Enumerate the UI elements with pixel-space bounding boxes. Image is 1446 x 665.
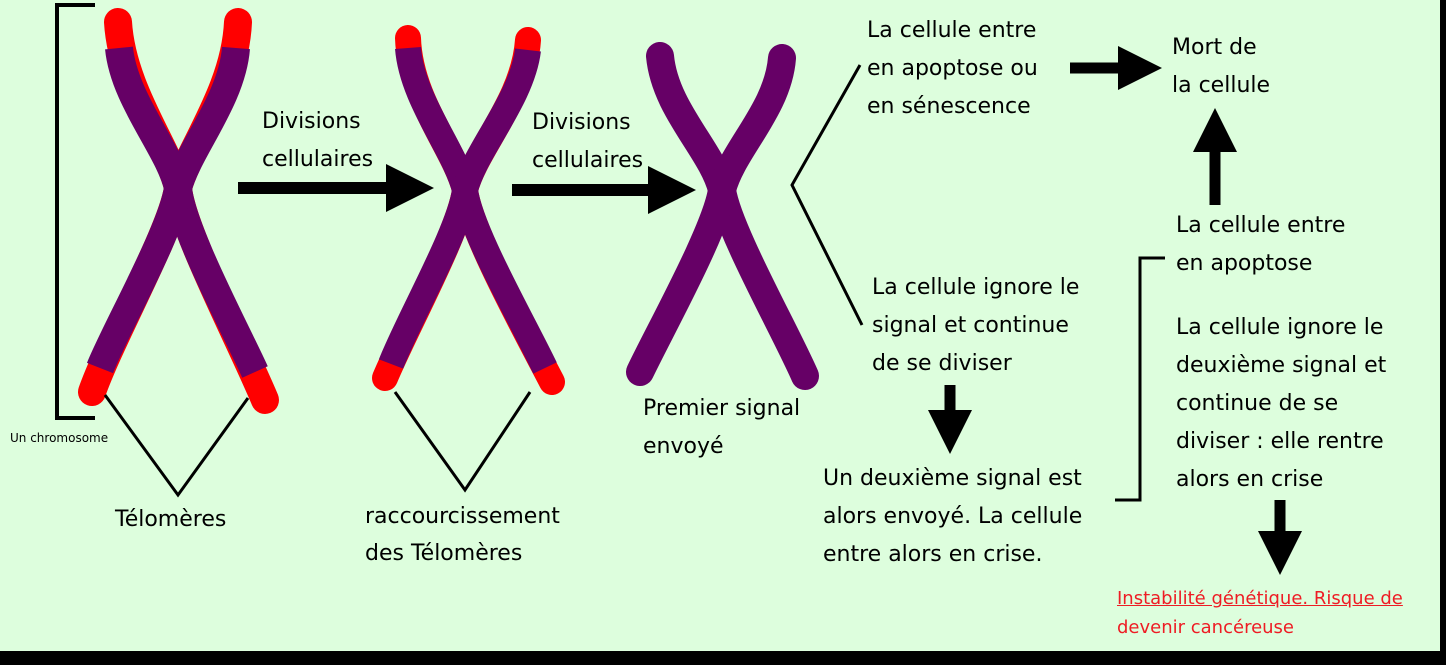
text-line: en apoptose — [1176, 251, 1313, 276]
text-line: en apoptose ou — [867, 56, 1038, 81]
divisions-label-2: Divisions cellulaires — [532, 104, 643, 180]
cell-death-label: Mort de la cellule — [1172, 29, 1270, 105]
text-line: devenir cancéreuse — [1117, 617, 1295, 638]
telomeres-pointer — [103, 394, 250, 498]
divisions-label-1: Divisions cellulaires — [262, 103, 373, 179]
text-line: envoyé — [643, 434, 724, 459]
text-line: de se diviser — [872, 351, 1012, 376]
ignore-second-signal-label: La cellule ignore le deuxième signal et … — [1176, 309, 1386, 499]
diagram-canvas: Un chromosome Télomères Divisions cellul… — [0, 0, 1440, 651]
text-line: deuxième signal et — [1176, 353, 1387, 378]
text-line: La cellule entre — [1176, 213, 1346, 238]
second-signal-label: Un deuxième signal est alors envoyé. La … — [823, 460, 1082, 574]
text-line: la cellule — [1172, 73, 1271, 98]
text-line: diviser : elle rentre — [1176, 429, 1384, 454]
shortening-pointer — [393, 391, 532, 493]
diagram-graphics — [55, 3, 1302, 575]
apoptosis-senescence-label: La cellule entre en apoptose ou en sénes… — [867, 12, 1038, 126]
text-line: La cellule ignore le — [1176, 315, 1384, 340]
second-branch-bracket — [1115, 256, 1165, 502]
text-line: Un deuxième signal est — [823, 466, 1082, 491]
chromosome-label: Un chromosome — [10, 431, 109, 445]
text-line: Divisions — [532, 110, 631, 135]
text-line: cellulaires — [262, 147, 374, 172]
text-line: La cellule ignore le — [872, 275, 1080, 300]
chromosome-full-telomeres — [78, 8, 279, 414]
chromosome-no-telomeres — [626, 42, 819, 390]
chromosome-short-telomeres — [372, 25, 565, 395]
chromosome-bracket — [55, 3, 95, 420]
apoptosis-label: La cellule entre en apoptose — [1176, 207, 1345, 283]
text-line: signal et continue — [872, 313, 1069, 338]
text-line: Premier signal — [643, 396, 801, 421]
text-line: alors envoyé. La cellule — [823, 504, 1083, 529]
text-line: cellulaires — [532, 148, 644, 173]
text-line: raccourcissement — [365, 504, 560, 529]
ignore-first-signal-label: La cellule ignore le signal et continue … — [872, 269, 1079, 383]
text-line: Instabilité génétique. Risque de — [1117, 588, 1403, 609]
telomeres-label: Télomères — [115, 507, 227, 532]
text-line: en sénescence — [867, 94, 1031, 119]
text-line: La cellule entre — [867, 18, 1037, 43]
branch-bracket — [790, 64, 864, 326]
outcome-label: Instabilité génétique. Risque de devenir… — [1117, 584, 1403, 642]
text-line: continue de se — [1176, 391, 1339, 416]
text-line: Divisions — [262, 109, 361, 134]
text-line: alors en crise — [1176, 467, 1324, 492]
text-line: Mort de — [1172, 35, 1257, 60]
shortening-label: raccourcissement des Télomères — [365, 498, 560, 572]
first-signal-label: Premier signal envoyé — [643, 390, 800, 466]
text-line: entre alors en crise. — [823, 542, 1043, 567]
text-line: des Télomères — [365, 541, 523, 566]
